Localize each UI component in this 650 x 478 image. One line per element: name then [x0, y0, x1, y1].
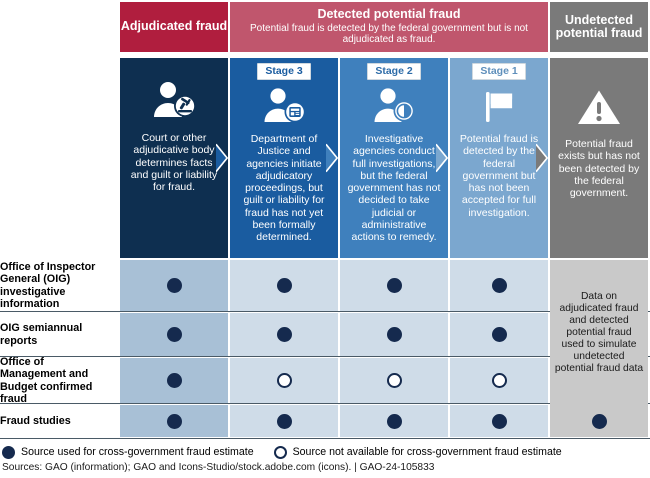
filled-dot-icon — [166, 373, 182, 388]
stage2-badge: Stage 2 — [367, 63, 421, 80]
legend-open-label: Source not available for cross-governmen… — [292, 446, 562, 458]
arrow-connector-4 — [536, 58, 548, 258]
filled-dot-icon — [166, 278, 182, 293]
header-undetected-title: Undetected potential fraud — [555, 12, 643, 40]
stage1-badge: Stage 1 — [472, 63, 526, 80]
matrix-row-label: OIG semiannual reports — [0, 322, 83, 347]
flow-column-undetected-text: Potential fraud exists but has not been … — [558, 138, 640, 200]
person-document-icon — [230, 84, 338, 130]
filled-dot-icon — [276, 327, 292, 342]
open-dot-icon — [491, 373, 507, 388]
header-adjudicated-title: Adjudicated fraud — [120, 19, 228, 34]
matrix-cell — [230, 313, 338, 356]
filled-dot-icon — [386, 327, 402, 342]
matrix-cell — [340, 405, 448, 437]
row-separator — [0, 403, 650, 404]
matrix-cell — [230, 358, 338, 403]
sources-line: Sources: GAO (information); GAO and Icon… — [2, 462, 435, 473]
matrix-cell — [450, 260, 548, 311]
matrix-row-label: Office of Management and Budget confirme… — [0, 356, 93, 405]
header-adjudicated-fraud: Adjudicated fraud — [120, 2, 228, 52]
matrix-row-label: Office of Inspector General (OIG) invest… — [0, 261, 96, 310]
matrix-cell — [230, 260, 338, 311]
filled-dot-icon — [591, 413, 607, 429]
open-dot-icon — [386, 373, 402, 388]
filled-dot-icon — [166, 327, 182, 342]
filled-dot-icon — [491, 327, 507, 342]
open-dot-icon — [276, 373, 292, 388]
warning-triangle-icon — [550, 84, 648, 130]
filled-dot-icon — [491, 413, 507, 429]
matrix-cell — [340, 358, 448, 403]
filled-dot-icon — [2, 445, 15, 459]
flow-column-stage2: Stage 2 Investigative agencies conduct f… — [340, 58, 448, 258]
legend-item-filled: Source used for cross-government fraud e… — [2, 445, 254, 459]
filled-dot-icon — [166, 413, 182, 429]
legend: Source used for cross-government fraud e… — [2, 444, 648, 460]
row-separator — [0, 311, 650, 312]
matrix-cell — [120, 358, 228, 403]
matrix-row-label: Fraud studies — [0, 414, 71, 427]
filled-dot-icon — [276, 413, 292, 429]
matrix-cell — [120, 313, 228, 356]
legend-filled-label: Source used for cross-government fraud e… — [21, 446, 254, 458]
matrix-cell — [120, 260, 228, 311]
judge-person-gavel-icon — [120, 78, 228, 124]
filled-dot-icon — [386, 413, 402, 429]
filled-dot-icon — [491, 278, 507, 293]
arrow-connector-3 — [436, 58, 448, 258]
person-investigate-icon — [340, 84, 448, 130]
flag-icon — [450, 84, 548, 130]
flow-column-adjudicated-text: Court or other adjudicative body determi… — [130, 132, 218, 194]
matrix-cell — [230, 405, 338, 437]
row-separator — [0, 356, 650, 357]
matrix-cell — [340, 313, 448, 356]
matrix-cell — [450, 358, 548, 403]
flow-column-stage2-text: Investigative agencies conduct full inve… — [347, 133, 441, 244]
flow-column-adjudicated: Court or other adjudicative body determi… — [120, 58, 228, 258]
matrix-bottom-border — [0, 438, 650, 439]
filled-dot-icon — [276, 278, 292, 293]
matrix-cell — [340, 260, 448, 311]
open-dot-icon — [273, 445, 287, 459]
matrix-cell — [450, 313, 548, 356]
matrix-cell — [550, 405, 648, 437]
matrix-cell — [120, 405, 228, 437]
arrow-connector-1 — [216, 58, 228, 258]
header-detected-subtitle: Potential fraud is detected by the feder… — [250, 22, 528, 46]
flow-column-stage3: Stage 3 Department of Justice and agenci… — [230, 58, 338, 258]
legend-item-open: Source not available for cross-governmen… — [273, 445, 562, 459]
header-detected-potential-fraud: Detected potential fraud Potential fraud… — [230, 2, 548, 52]
arrow-connector-2 — [326, 58, 338, 258]
filled-dot-icon — [386, 278, 402, 293]
flow-column-stage1: Stage 1 Potential fraud is detected by t… — [450, 58, 548, 258]
matrix-cell — [450, 405, 548, 437]
undetected-data-note: Data on adjudicated fraud and detected p… — [550, 260, 648, 405]
flow-column-undetected: Potential fraud exists but has not been … — [550, 58, 648, 258]
stage3-badge: Stage 3 — [257, 63, 311, 80]
header-undetected-potential-fraud: Undetected potential fraud — [550, 2, 648, 52]
header-detected-title: Detected potential fraud — [317, 7, 461, 22]
flow-column-stage1-text: Potential fraud is detected by the feder… — [459, 133, 539, 219]
flow-column-stage3-text: Department of Justice and agencies initi… — [243, 133, 325, 244]
